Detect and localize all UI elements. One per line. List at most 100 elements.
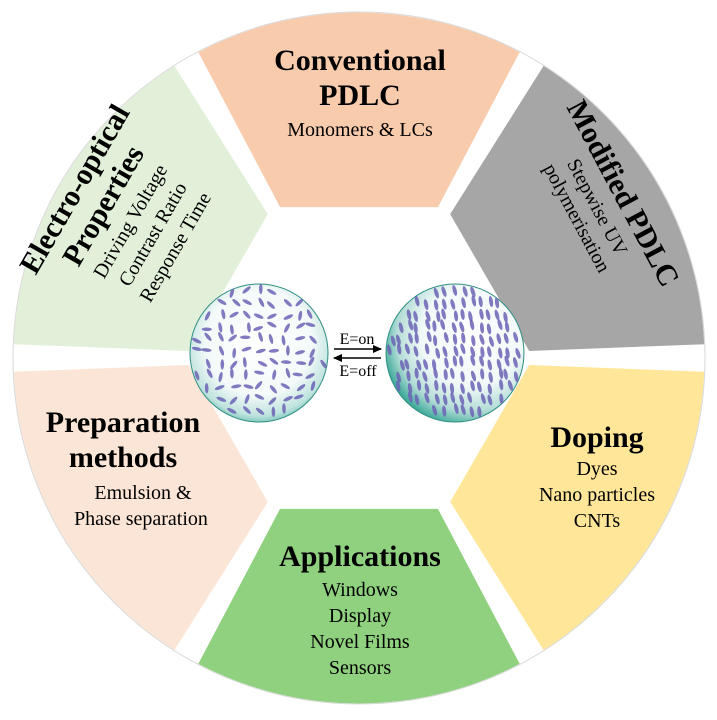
lc-molecule	[442, 346, 448, 358]
lc-molecule	[413, 322, 418, 334]
lc-molecule	[218, 322, 223, 333]
lc-molecule	[267, 321, 277, 328]
lc-molecule	[414, 367, 419, 379]
lc-molecule	[258, 284, 263, 295]
lc-molecule	[253, 313, 264, 319]
lc-molecule	[305, 322, 316, 327]
lc-molecule	[242, 406, 251, 414]
lc-molecule	[453, 310, 459, 322]
lc-molecule	[283, 395, 293, 402]
lc-molecule	[396, 371, 401, 383]
lc-molecule	[460, 308, 465, 320]
lc-molecule	[433, 287, 440, 299]
lc-molecule	[452, 355, 458, 367]
lc-molecule	[496, 333, 502, 345]
lc-molecule	[280, 383, 290, 390]
lc-molecule	[423, 359, 429, 370]
lc-molecule	[286, 345, 290, 356]
lc-molecule	[242, 286, 251, 294]
lc-molecule	[281, 335, 286, 346]
lc-molecule	[218, 371, 223, 383]
lc-molecule	[408, 332, 413, 344]
lc-molecule	[485, 309, 491, 321]
lc-molecule	[216, 396, 227, 402]
lc-molecule	[460, 404, 466, 416]
lc-molecule	[424, 383, 430, 394]
lc-molecule	[487, 359, 492, 371]
switching-arrows: E=on E=off	[333, 331, 382, 380]
lc-molecule	[470, 355, 476, 366]
lc-molecule	[449, 382, 455, 394]
lc-molecule	[423, 299, 429, 311]
doping-item-3: CNTs	[574, 510, 621, 532]
lc-molecule	[452, 284, 458, 296]
lc-molecule	[480, 393, 486, 405]
lc-molecule	[442, 405, 447, 417]
lc-molecule	[432, 320, 437, 332]
lc-molecule	[205, 358, 211, 369]
lc-molecule	[470, 380, 475, 392]
lc-molecule	[292, 372, 303, 377]
lc-molecule	[404, 343, 410, 355]
lc-molecule	[306, 309, 313, 319]
lc-molecule	[451, 322, 457, 333]
lc-molecule	[272, 369, 277, 380]
lc-molecule	[220, 359, 225, 370]
lc-molecule	[266, 301, 275, 309]
lc-molecule	[494, 297, 500, 309]
lc-molecule	[268, 397, 277, 405]
lc-molecule	[441, 286, 447, 297]
lc-molecule	[478, 296, 483, 308]
lc-molecule	[414, 295, 420, 307]
lc-molecule	[282, 403, 286, 414]
lc-molecule	[242, 299, 252, 306]
lc-molecule	[293, 394, 304, 400]
lc-molecule	[267, 313, 277, 320]
lc-molecule	[433, 335, 438, 347]
preparation-item-2: Phase separation	[74, 508, 208, 530]
lc-molecule	[459, 355, 464, 367]
applications-item-2: Display	[329, 605, 391, 627]
lc-molecule	[309, 335, 317, 344]
lc-molecule	[232, 298, 241, 307]
doping-title: Doping	[550, 421, 643, 454]
lc-molecule	[268, 348, 280, 353]
droplet-on-lc-molecules	[387, 284, 521, 418]
lc-molecule	[434, 393, 440, 405]
lc-molecule	[201, 348, 212, 352]
lc-molecule	[480, 368, 485, 380]
lc-molecule	[258, 297, 265, 308]
doping-item-2: Nano particles	[539, 484, 655, 506]
doping-item-1: Dyes	[576, 458, 617, 480]
lc-molecule	[443, 369, 448, 381]
lc-molecule	[254, 370, 265, 375]
lc-molecule	[479, 308, 484, 320]
lc-molecule	[320, 359, 328, 369]
lc-molecule	[471, 335, 476, 347]
lc-molecule	[243, 369, 248, 380]
lc-molecule	[397, 343, 402, 355]
lc-molecule	[424, 392, 430, 404]
lc-molecule	[258, 331, 263, 342]
lc-molecule	[488, 336, 494, 347]
lc-molecule	[442, 394, 448, 406]
applications-title: Applications	[279, 540, 441, 573]
lc-molecule	[396, 380, 401, 392]
lc-molecule	[229, 396, 238, 405]
lc-molecule	[240, 335, 251, 340]
lc-molecule	[229, 287, 235, 298]
lc-molecule	[231, 384, 242, 389]
lc-molecule	[499, 379, 504, 391]
segment-doping-text: Doping Dyes Nano particles CNTs	[539, 421, 655, 532]
lc-molecule	[414, 332, 419, 344]
preparation-title-line-1: Preparation	[46, 406, 201, 439]
segment-preparation-text: Preparation methods Emulsion & Phase sep…	[46, 406, 208, 530]
lc-molecule	[433, 299, 439, 311]
lc-molecule	[254, 394, 265, 400]
lc-molecule	[453, 403, 459, 414]
lc-molecule	[470, 370, 477, 382]
lc-molecule	[206, 368, 213, 379]
lc-molecule	[460, 383, 465, 395]
lc-molecule	[498, 347, 503, 359]
